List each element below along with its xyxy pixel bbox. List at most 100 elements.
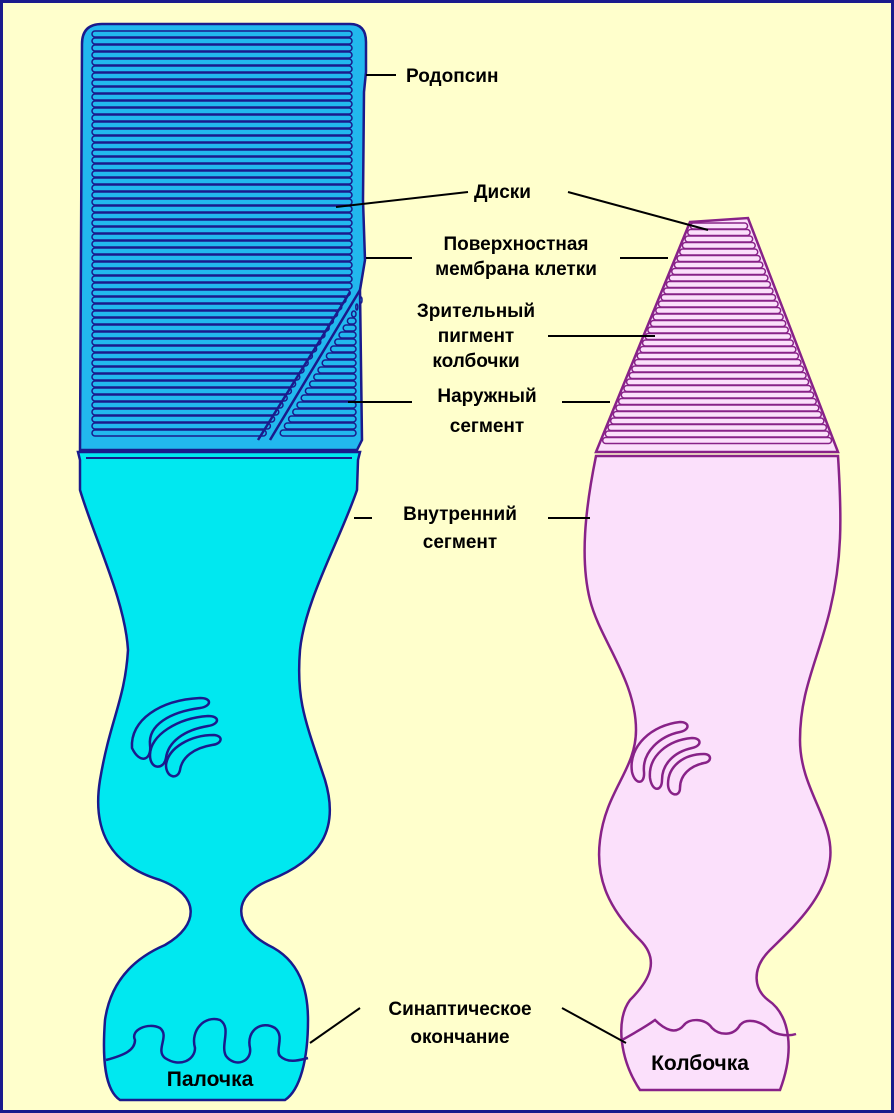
rod-disc xyxy=(92,248,352,254)
cone-disc xyxy=(611,418,824,424)
rod-disc xyxy=(92,318,333,324)
rod-disc xyxy=(92,59,352,65)
rod-disc xyxy=(92,283,352,289)
rod-disc xyxy=(92,346,317,352)
rod-disc xyxy=(92,157,352,163)
label-surface-membrane-line2: мембрана клетки xyxy=(435,259,597,280)
cone-disc xyxy=(637,353,798,359)
rod-disc xyxy=(92,150,352,156)
cone-disc xyxy=(603,438,832,444)
rod-disc xyxy=(92,409,279,415)
rod-disc xyxy=(92,234,352,240)
label-outer-segment-line1: Наружный xyxy=(437,386,536,407)
rod-disc xyxy=(284,423,356,429)
rod-disc xyxy=(92,108,352,114)
cone-disc xyxy=(664,288,773,294)
cone-disc xyxy=(653,314,783,320)
rod-disc xyxy=(92,297,346,303)
rod-disc xyxy=(92,136,352,142)
cone-disc xyxy=(635,360,801,366)
cone-disc xyxy=(616,405,819,411)
cone-disc xyxy=(608,425,826,431)
label-rod: Палочка xyxy=(167,1068,254,1091)
rod-disc xyxy=(92,269,352,275)
rod-disc xyxy=(92,311,338,317)
rod-disc xyxy=(360,297,362,303)
rod-disc xyxy=(92,402,283,408)
label-inner-segment-line1: Внутренний xyxy=(403,504,517,525)
cone-disc xyxy=(619,399,817,405)
cone-disc xyxy=(648,327,788,333)
rod-disc xyxy=(92,185,352,191)
rod-disc xyxy=(310,381,356,387)
leader-synaptic-cone xyxy=(562,1008,626,1043)
rod-cell xyxy=(78,24,366,1100)
cone-disc xyxy=(640,347,796,353)
label-rhodopsin: Родопсин xyxy=(406,66,498,87)
rod-disc xyxy=(339,332,356,338)
leader-discs-cone xyxy=(568,192,708,230)
cone-disc xyxy=(658,301,778,307)
label-cone: Колбочка xyxy=(651,1052,749,1075)
leader-synaptic-rod xyxy=(310,1008,360,1043)
rod-disc xyxy=(92,94,352,100)
cone-disc xyxy=(680,249,758,255)
cone-disc xyxy=(621,392,813,398)
rod-disc xyxy=(326,353,356,359)
cone-disc xyxy=(645,334,791,340)
cone-disc xyxy=(643,340,794,346)
rod-disc xyxy=(289,416,356,422)
cone-disc xyxy=(627,379,809,385)
rod-disc xyxy=(92,87,352,93)
rod-disc xyxy=(92,206,352,212)
cone-inner-segment xyxy=(585,456,841,1090)
rod-disc xyxy=(343,325,356,331)
rod-disc xyxy=(92,381,296,387)
rod-disc xyxy=(92,220,352,226)
rod-disc xyxy=(92,101,352,107)
rod-disc xyxy=(297,402,356,408)
cone-disc xyxy=(674,262,762,268)
rod-disc xyxy=(356,304,358,310)
rod-disc xyxy=(92,255,352,261)
label-synaptic-line1: Синаптическое xyxy=(388,999,531,1020)
rod-inner-segment xyxy=(78,452,360,1100)
rod-disc xyxy=(92,143,352,149)
rod-disc xyxy=(92,52,352,58)
cone-disc xyxy=(629,373,806,379)
label-discs: Диски xyxy=(474,182,531,203)
cone-disc xyxy=(672,269,766,275)
rod-disc xyxy=(92,339,321,345)
rod-disc xyxy=(92,73,352,79)
rod-disc xyxy=(293,409,356,415)
cone-disc-stack xyxy=(603,223,832,444)
rod-disc xyxy=(92,122,352,128)
rod-disc xyxy=(92,115,352,121)
rod-disc xyxy=(352,311,356,317)
rod-disc xyxy=(92,213,352,219)
rod-disc xyxy=(92,388,291,394)
label-outer-segment-line2: сегмент xyxy=(450,416,524,437)
cone-disc xyxy=(661,295,775,301)
cone-disc xyxy=(605,431,829,437)
rod-disc xyxy=(314,374,356,380)
rod-disc xyxy=(92,129,352,135)
cone-disc xyxy=(685,236,753,242)
rod-disc xyxy=(92,290,350,296)
cone-cell xyxy=(585,218,841,1090)
rod-disc xyxy=(92,241,352,247)
cone-disc xyxy=(632,366,804,372)
rod-disc xyxy=(305,388,356,394)
label-visual-pigment-line1: Зрительный xyxy=(417,301,535,322)
rod-disc xyxy=(92,199,352,205)
rod-disc xyxy=(92,367,304,373)
rod-disc xyxy=(92,332,325,338)
rod-disc xyxy=(92,325,329,331)
rod-disc xyxy=(318,367,356,373)
cone-disc xyxy=(669,275,768,281)
rod-disc xyxy=(92,430,266,436)
rod-disc xyxy=(92,164,352,170)
rod-disc xyxy=(335,339,356,345)
rod-disc xyxy=(92,423,270,429)
